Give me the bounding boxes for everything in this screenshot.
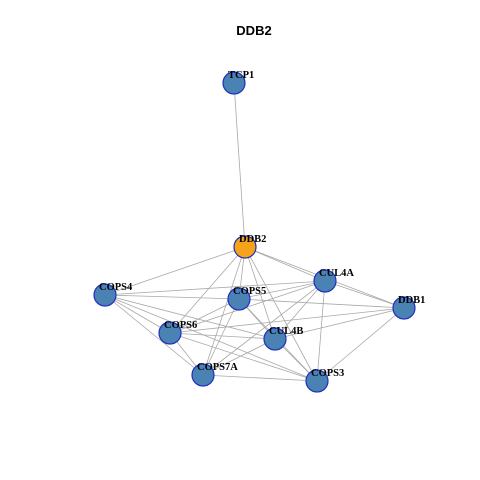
node-label: DDB1 — [398, 295, 425, 306]
edge-cops4-cops7a — [104, 294, 204, 376]
node-label: COPS5 — [233, 286, 266, 297]
edge-tcp1-ddb2 — [233, 82, 246, 248]
edge-ddb1-cops6 — [169, 307, 405, 334]
node-label: COPS4 — [99, 282, 133, 293]
node-tcp1[interactable]: TCP1 — [222, 70, 254, 95]
edge-cops6-cul4b — [169, 332, 276, 340]
edge-cops4-cops3 — [104, 294, 318, 382]
edge-ddb2-cops6 — [169, 246, 246, 334]
node-label: COPS7A — [197, 362, 238, 373]
edge-cops6-cops3 — [169, 332, 318, 382]
edge-cul4a-cops6 — [169, 280, 326, 334]
edge-ddb2-cops3 — [244, 246, 318, 382]
node-cops7a[interactable]: COPS7A — [191, 362, 238, 387]
node-cops5[interactable]: COPS5 — [227, 286, 266, 311]
node-circle[interactable] — [191, 363, 215, 387]
node-label: CUL4A — [319, 268, 354, 279]
edge-cul4a-cops7a — [202, 280, 326, 376]
node-label: DDB2 — [239, 234, 266, 245]
edge-cops5-ddb1 — [238, 298, 405, 309]
node-label: COPS6 — [164, 320, 197, 331]
edge-cops4-cul4a — [104, 280, 326, 296]
node-label: TCP1 — [228, 70, 254, 81]
node-cops4[interactable]: COPS4 — [93, 282, 133, 307]
edge-cops4-cops5 — [104, 294, 240, 300]
node-cul4b[interactable]: CUL4B — [263, 326, 303, 351]
graph-title: DDB2 — [236, 23, 271, 38]
edge-ddb1-cops3 — [316, 307, 405, 382]
node-label: COPS3 — [311, 368, 344, 379]
edge-ddb2-cul4a — [244, 246, 326, 282]
edge-ddb1-cul4b — [274, 307, 405, 340]
node-cops3[interactable]: COPS3 — [305, 368, 344, 393]
edge-ddb2-cops4 — [104, 246, 246, 296]
edge-cul4b-cops7a — [202, 338, 276, 376]
node-cops6[interactable]: COPS6 — [158, 320, 197, 345]
edge-cops4-cops6 — [104, 294, 171, 334]
edge-cops4-cul4b — [104, 294, 276, 340]
node-circle[interactable] — [263, 327, 287, 351]
node-cul4a[interactable]: CUL4A — [313, 268, 354, 293]
node-ddb1[interactable]: DDB1 — [392, 295, 425, 320]
edge-cul4a-cul4b — [274, 280, 326, 340]
node-circle[interactable] — [305, 369, 329, 393]
node-circle[interactable] — [227, 287, 251, 311]
edge-cul4a-cops3 — [316, 280, 326, 382]
node-circle[interactable] — [158, 321, 182, 345]
edge-cops5-cops6 — [169, 298, 240, 334]
edge-cul4a-ddb1 — [324, 280, 405, 309]
edge-cops7a-cops3 — [202, 374, 318, 382]
edge-cul4a-cops5 — [238, 280, 326, 300]
node-circle[interactable] — [392, 296, 416, 320]
edge-layer — [104, 82, 405, 382]
node-label: CUL4B — [269, 326, 303, 337]
node-circle[interactable] — [233, 235, 257, 259]
node-circle[interactable] — [222, 71, 246, 95]
node-ddb2[interactable]: DDB2 — [233, 234, 266, 259]
edge-ddb2-cops7a — [202, 246, 246, 376]
node-circle[interactable] — [93, 283, 117, 307]
edge-cops5-cops7a — [202, 298, 240, 376]
node-circle[interactable] — [313, 269, 337, 293]
